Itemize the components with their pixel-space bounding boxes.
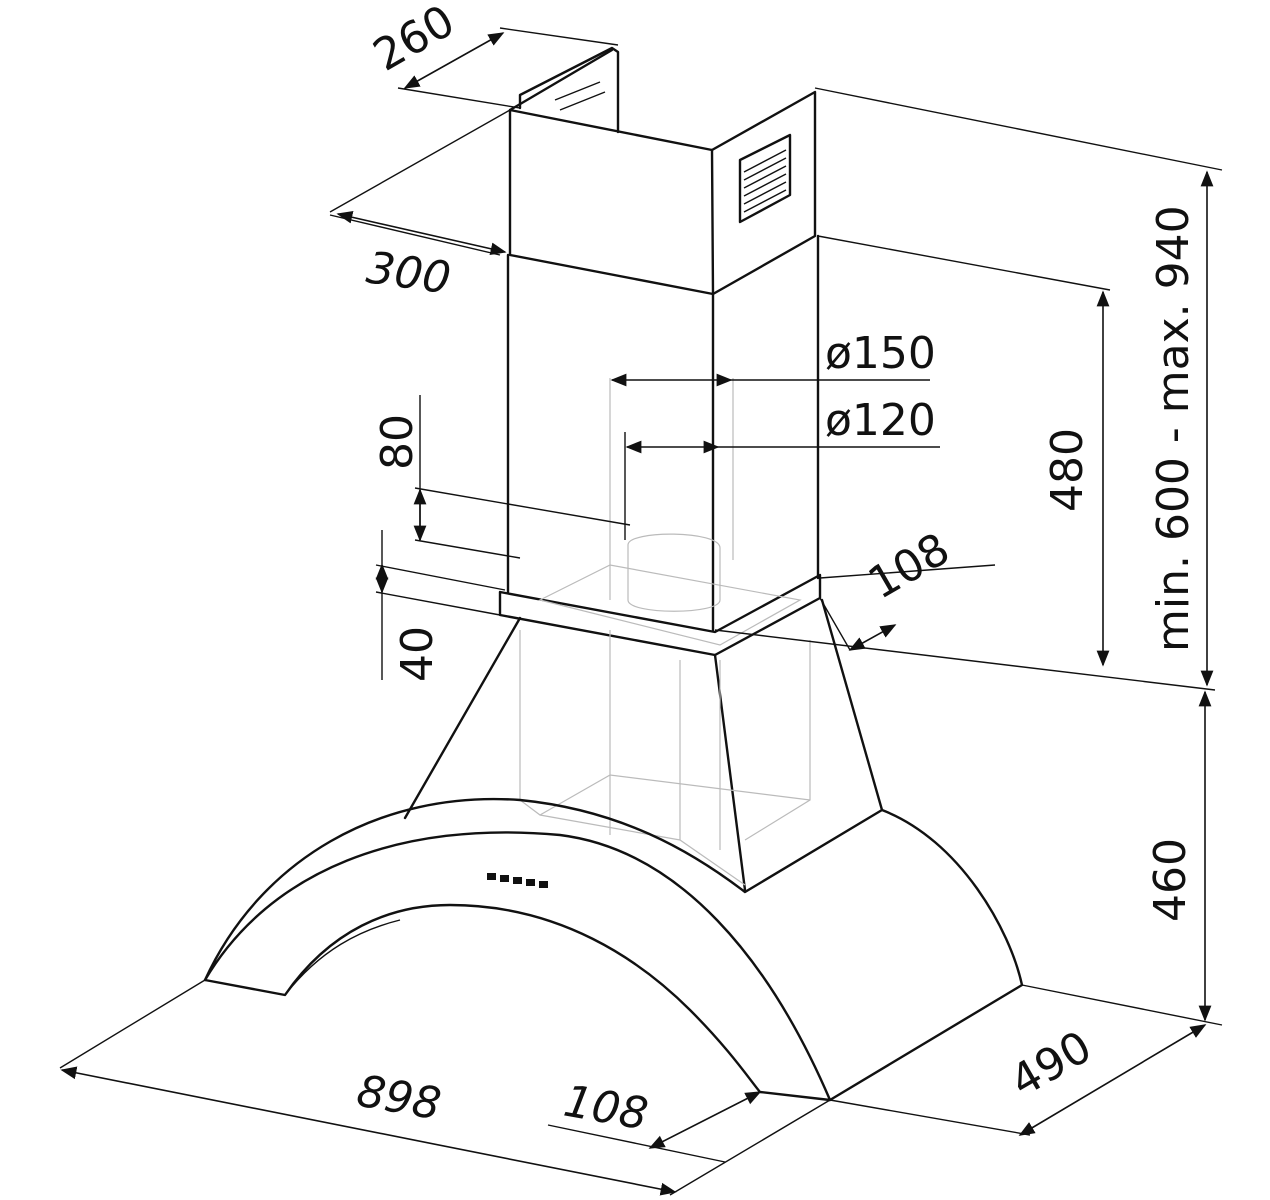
- dim-label-490: 490: [1002, 1021, 1100, 1107]
- vent-grille-icon: [738, 133, 792, 224]
- dim-label-460: 460: [1145, 838, 1196, 922]
- hood-arch-body: [203, 797, 1024, 1102]
- lower-chimney: [506, 234, 820, 632]
- dim-label-260: 260: [365, 0, 463, 82]
- dimension-lines: [59, 27, 1223, 1196]
- dim-label-d150: ø150: [825, 328, 936, 379]
- dim-label-300: 300: [363, 242, 453, 304]
- dim-label-range: min. 600 - max. 940: [1148, 205, 1199, 652]
- dim-label-40: 40: [392, 626, 443, 682]
- dim-label-480: 480: [1042, 428, 1093, 512]
- upper-chimney: [508, 46, 817, 296]
- dim-label-898: 898: [353, 1066, 445, 1131]
- dim-label-108-top: 108: [860, 523, 958, 609]
- dim-label-d120: ø120: [825, 395, 936, 446]
- control-buttons: [487, 873, 548, 888]
- dim-label-80: 80: [372, 414, 423, 470]
- hood-canopy: [403, 598, 884, 892]
